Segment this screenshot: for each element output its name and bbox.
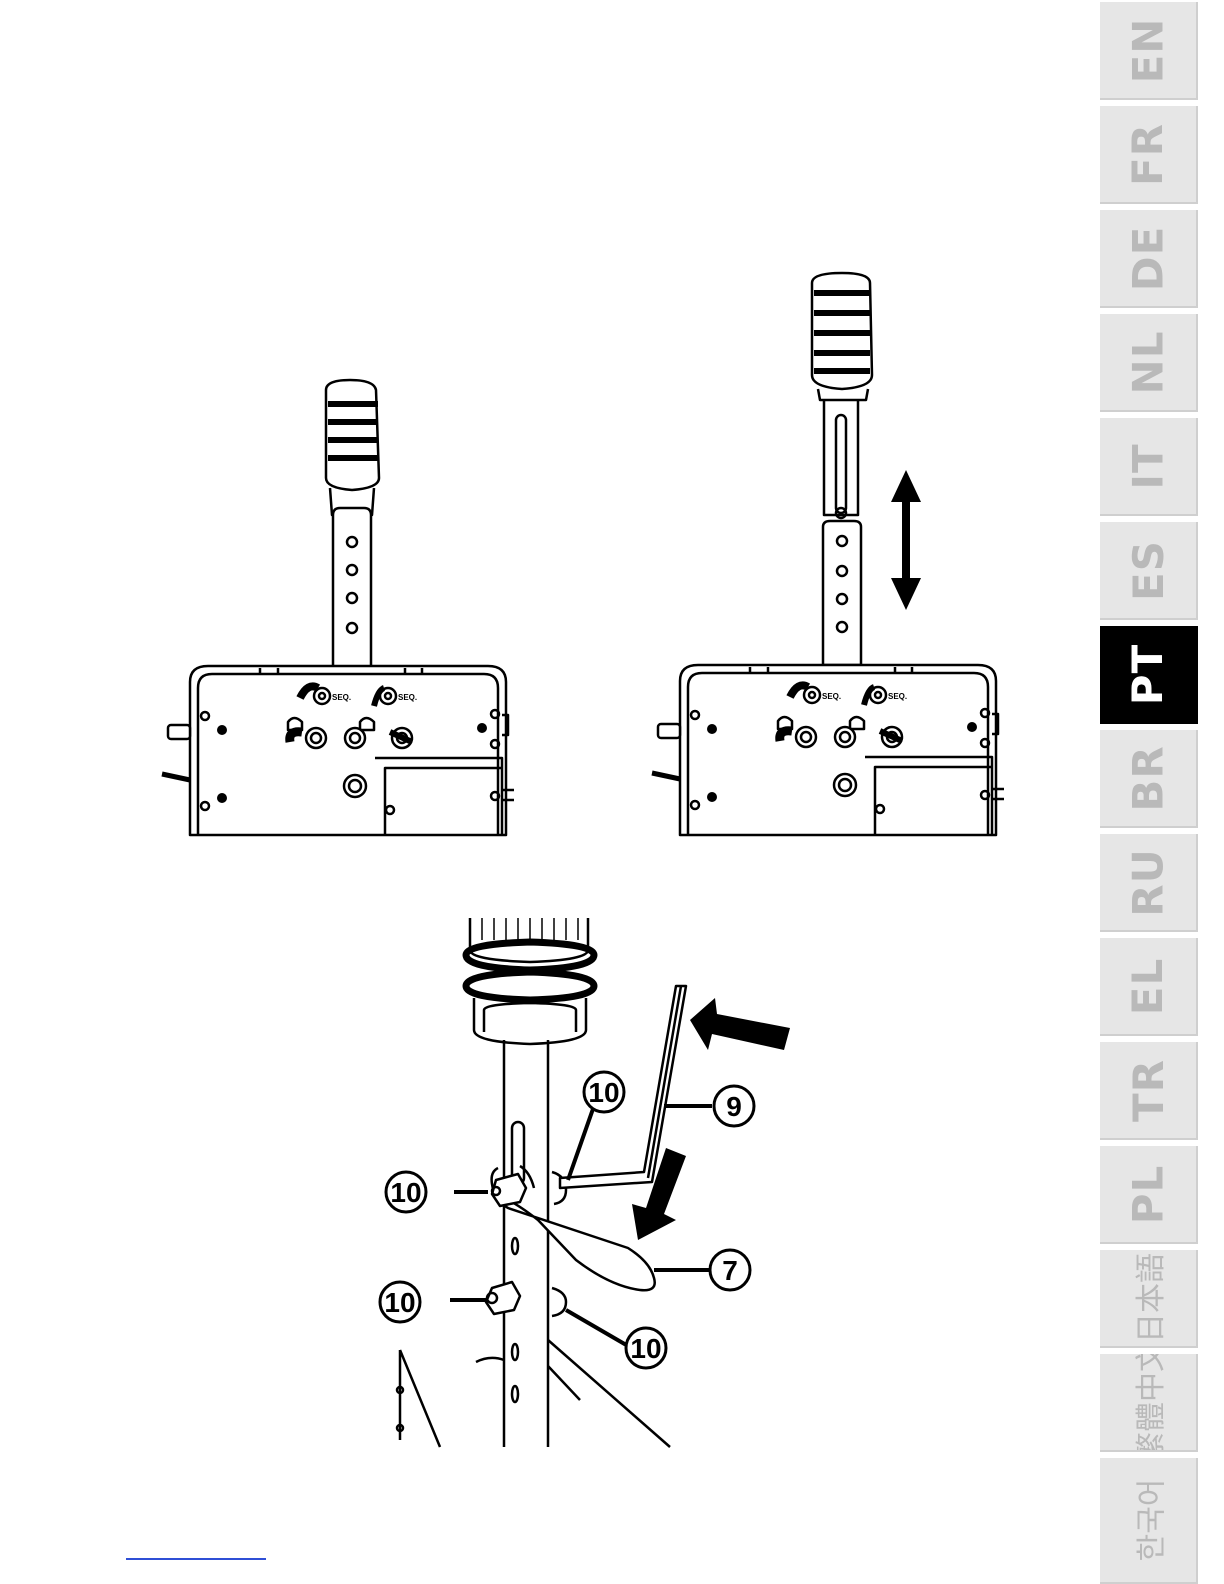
tab-lang-tr-label: TR [1124,1059,1173,1122]
tab-lang-pt-label: PT [1124,643,1173,704]
tab-lang-ru-label: RU [1123,848,1172,916]
footer-rule [126,1558,266,1560]
callout-7-wrench: 7 [710,1250,750,1290]
tab-lang-nl-label: NL [1123,330,1172,394]
seq-label-right: SEQ. [398,693,417,702]
tab-lang-br-label: BR [1123,745,1172,811]
tab-lang-el[interactable]: EL [1100,938,1198,1036]
up-down-arrow-icon [891,470,921,610]
seq-label-left-2: SEQ. [822,692,841,701]
callout-10-upper-right-text: 10 [588,1077,619,1108]
turn-direction-arrow-icon [632,1148,686,1240]
callout-7-wrench-text: 7 [722,1255,738,1286]
tab-lang-de-label: DE [1124,225,1173,291]
tab-lang-ja[interactable]: 日本語 [1100,1250,1198,1348]
tab-lang-el-label: EL [1123,957,1172,1014]
callout-10-upper-left-text: 10 [390,1177,421,1208]
tab-lang-en-label: EN [1124,17,1173,83]
language-tabs: EN FR DE NL IT ES PT BR RU EL TR PL 日本語 … [1100,0,1198,1584]
tab-lang-pl[interactable]: PL [1100,1146,1198,1244]
tab-lang-ru[interactable]: RU [1100,834,1198,932]
callout-10-lower-left: 10 [380,1282,420,1322]
tab-lang-es[interactable]: ES [1100,522,1198,620]
tab-lang-de[interactable]: DE [1100,210,1198,308]
tab-lang-nl[interactable]: NL [1100,314,1198,412]
tab-lang-fr[interactable]: FR [1100,106,1198,204]
tab-lang-ko[interactable]: 한국어 [1100,1458,1198,1584]
callout-9-hex-key: 9 [714,1086,754,1126]
seq-label-left: SEQ. [332,693,351,702]
shifter-low-position-illustration: SEQ. SEQ. [150,370,520,840]
shifter-raised-position-illustration: SEQ. SEQ. [640,265,1020,840]
tab-lang-ko-label: 한국어 [1126,1479,1170,1562]
callout-10-lower-left-text: 10 [384,1287,415,1318]
callout-10-lower-right-text: 10 [630,1333,661,1364]
callout-10-upper-right: 10 [584,1072,624,1112]
tab-lang-br[interactable]: BR [1100,730,1198,828]
tab-lang-es-label: ES [1123,540,1172,601]
tab-lang-fr-label: FR [1124,122,1173,185]
tab-lang-pl-label: PL [1123,1164,1172,1224]
lever-adjustment-closeup-illustration: 10 9 10 7 10 10 [370,910,810,1465]
tab-lang-ja-label: 日本語 [1126,1253,1170,1343]
tab-lang-zh-tw[interactable]: 繁體中文 [1100,1354,1198,1452]
callout-10-upper-left: 10 [386,1172,426,1212]
tab-lang-zh-tw-label: 繁體中文 [1126,1354,1170,1452]
seq-label-right-2: SEQ. [888,692,907,701]
tab-lang-tr[interactable]: TR [1100,1042,1198,1140]
callout-9-hex-key-text: 9 [726,1091,742,1122]
insert-direction-arrow-icon [690,998,790,1050]
callout-10-lower-right: 10 [626,1328,666,1368]
tab-lang-it[interactable]: IT [1100,418,1198,516]
tab-lang-pt[interactable]: PT [1100,626,1198,724]
tab-lang-en[interactable]: EN [1100,2,1198,100]
tab-lang-it-label: IT [1124,443,1173,489]
